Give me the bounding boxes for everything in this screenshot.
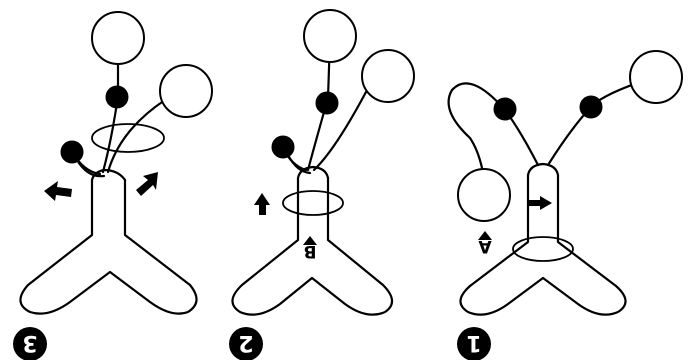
marker-label: A	[478, 236, 492, 256]
step-badge	[229, 327, 263, 360]
knot-bead-lower	[271, 135, 295, 159]
knot-bead-right	[579, 95, 603, 119]
arrow-right	[528, 196, 552, 210]
ball-right	[629, 50, 683, 104]
step-badge-number: 3	[22, 330, 37, 355]
loop-ring	[282, 190, 344, 216]
knot-bead-lower	[60, 140, 84, 164]
step-badge	[13, 327, 47, 360]
step-badge-number: 2	[238, 330, 253, 355]
panel-step-1: A 1	[447, 50, 683, 360]
holder-base	[19, 178, 198, 315]
loop-ring	[512, 236, 574, 262]
arrow-up	[254, 193, 270, 215]
strand-right	[546, 80, 642, 167]
arrow-left	[44, 181, 72, 201]
ball-top	[303, 9, 357, 63]
holder-base	[459, 173, 627, 316]
ball-side	[159, 64, 213, 118]
strand-side	[312, 90, 368, 172]
ball-top	[91, 11, 145, 65]
strand-loop	[447, 82, 507, 170]
step-badge-number: 1	[466, 330, 481, 355]
strand-knot-2	[286, 153, 312, 175]
panel-step-2: B 2	[229, 9, 415, 360]
loop-ring	[91, 123, 165, 153]
strand-side	[106, 98, 167, 174]
ball-low	[457, 168, 511, 222]
neck	[296, 165, 330, 180]
marker-label: B	[304, 241, 317, 261]
ball-side	[361, 49, 415, 103]
strand-knot-2	[75, 158, 106, 178]
arrow-right	[136, 172, 158, 196]
marker-triangle	[478, 231, 492, 240]
marker-triangle	[303, 236, 317, 245]
step-badge	[457, 327, 491, 360]
knot-bead-upper	[315, 91, 339, 115]
neck	[526, 162, 560, 177]
knot-bead-upper	[105, 85, 129, 109]
holder-base	[231, 176, 394, 316]
panel-step-3: 3	[13, 11, 213, 360]
knot-bead-left	[493, 97, 517, 121]
